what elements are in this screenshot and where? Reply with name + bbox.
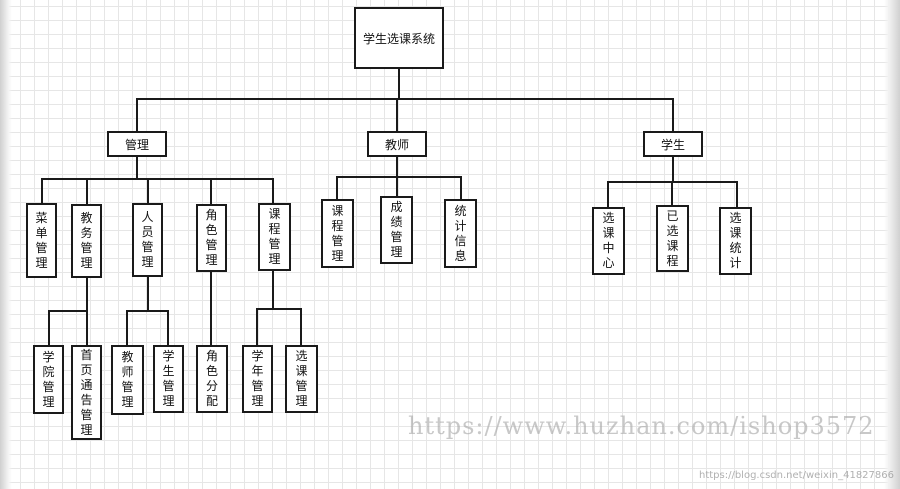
node-label: 教师管理: [121, 350, 134, 409]
node-menu-management: 菜单管理: [26, 203, 57, 278]
node-course-selection-management: 选课管理: [285, 345, 318, 413]
node-label: 首页通告管理: [80, 347, 93, 437]
node-personnel-management: 人员管理: [132, 203, 163, 277]
source-credit: https://blog.csdn.net/weixin_41827866: [698, 470, 894, 481]
branch-node-admin: 管理: [107, 131, 167, 157]
node-label: 选课统计: [729, 211, 742, 270]
right-edge-shadow: [884, 0, 900, 489]
branch-node-teacher: 教师: [367, 131, 427, 157]
node-label: 学生管理: [162, 349, 175, 408]
node-grade-management: 成绩管理: [380, 196, 413, 264]
node-college-management: 学院管理: [33, 345, 64, 414]
watermark-text: https://www.huzhan.com/ishop3572: [408, 412, 875, 440]
node-academic-management: 教务管理: [71, 204, 102, 278]
node-label: 角色管理: [205, 208, 218, 267]
node-statistics-info: 统计信息: [444, 199, 477, 268]
node-course-selection-stats: 选课统计: [719, 207, 752, 275]
node-label: 教务管理: [80, 211, 93, 270]
branch-node-student: 学生: [643, 131, 703, 157]
root-node: 学生选课系统: [354, 7, 444, 69]
left-edge-shadow: [0, 0, 12, 489]
node-label: 课程管理: [268, 207, 281, 266]
node-label: 选课管理: [295, 349, 308, 408]
node-label: 成绩管理: [390, 200, 403, 259]
node-label: 菜单管理: [35, 210, 48, 270]
node-selected-courses: 已选课程: [656, 205, 689, 272]
node-student-management: 学生管理: [153, 345, 184, 413]
branch-node-label: 教师: [384, 137, 409, 152]
node-label: 学年管理: [251, 349, 264, 408]
node-homepage-notice-management: 首页通告管理: [71, 345, 102, 440]
node-course-selection-center: 选课中心: [592, 207, 625, 275]
root-node-label: 学生选课系统: [362, 31, 435, 46]
node-academic-year-management: 学年管理: [242, 345, 273, 413]
node-label: 统计信息: [454, 203, 467, 263]
node-label: 人员管理: [141, 210, 154, 269]
node-label: 学院管理: [42, 349, 55, 409]
node-course-management: 课程管理: [258, 203, 291, 271]
node-teacher-management: 教师管理: [111, 345, 144, 415]
branch-node-label: 管理: [124, 137, 149, 152]
branch-node-label: 学生: [660, 137, 685, 152]
node-label: 课程管理: [331, 203, 344, 263]
node-teacher-course-management: 课程管理: [321, 199, 354, 268]
node-label: 已选课程: [666, 208, 679, 268]
node-role-management: 角色管理: [196, 204, 227, 272]
node-label: 角色分配: [205, 349, 218, 408]
node-role-assignment: 角色分配: [196, 345, 228, 413]
node-label: 选课中心: [602, 211, 615, 270]
